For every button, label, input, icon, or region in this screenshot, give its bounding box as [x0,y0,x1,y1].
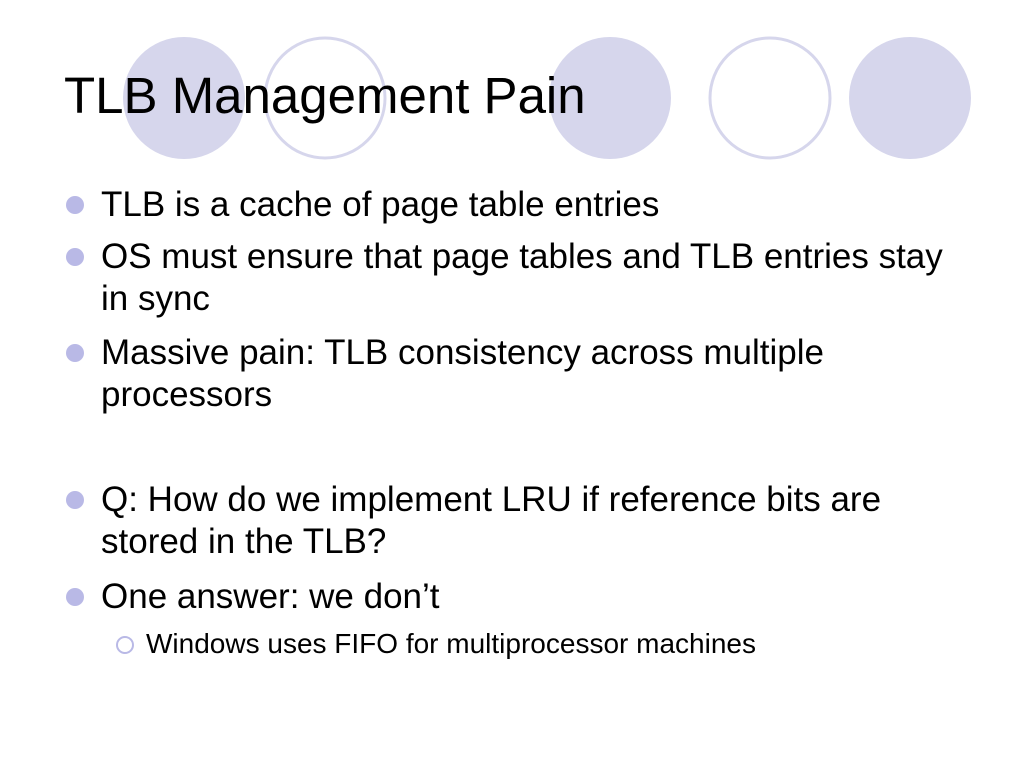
filled-circle-icon [66,588,84,606]
bullet-item-5: One answer: we don’t [64,576,944,618]
deco-circle-filled-3-icon [549,37,671,159]
slide-title: TLB Management Pain [64,67,586,124]
deco-circle-filled-5-icon [849,37,971,159]
bullet-text: One answer: we don’t [101,577,440,616]
bullet-item-1: TLB is a cache of page table entries [64,184,944,226]
bullet-text: TLB is a cache of page table entries [101,185,660,224]
filled-circle-icon [66,491,84,509]
bullet-item-3: Massive pain: TLB consistency across mul… [64,332,944,416]
bullet-item-4: Q: How do we implement LRU if reference … [64,479,944,563]
deco-circle-filled-1-icon [123,37,245,159]
bullet-item-2: OS must ensure that page tables and TLB … [64,236,944,320]
sub-bullet-text: Windows uses FIFO for multiprocessor mac… [146,628,756,659]
hollow-circle-icon [116,636,134,654]
bullet-text: OS must ensure that page tables and TLB … [101,237,943,318]
deco-circle-outline-4-icon [708,36,832,160]
bullet-text: Massive pain: TLB consistency across mul… [101,333,824,414]
sub-bullet-item-1: Windows uses FIFO for multiprocessor mac… [114,627,934,661]
filled-circle-icon [66,248,84,266]
bullet-text: Q: How do we implement LRU if reference … [101,480,882,561]
filled-circle-icon [66,196,84,214]
filled-circle-icon [66,344,84,362]
deco-circle-outline-2-icon [263,36,387,160]
